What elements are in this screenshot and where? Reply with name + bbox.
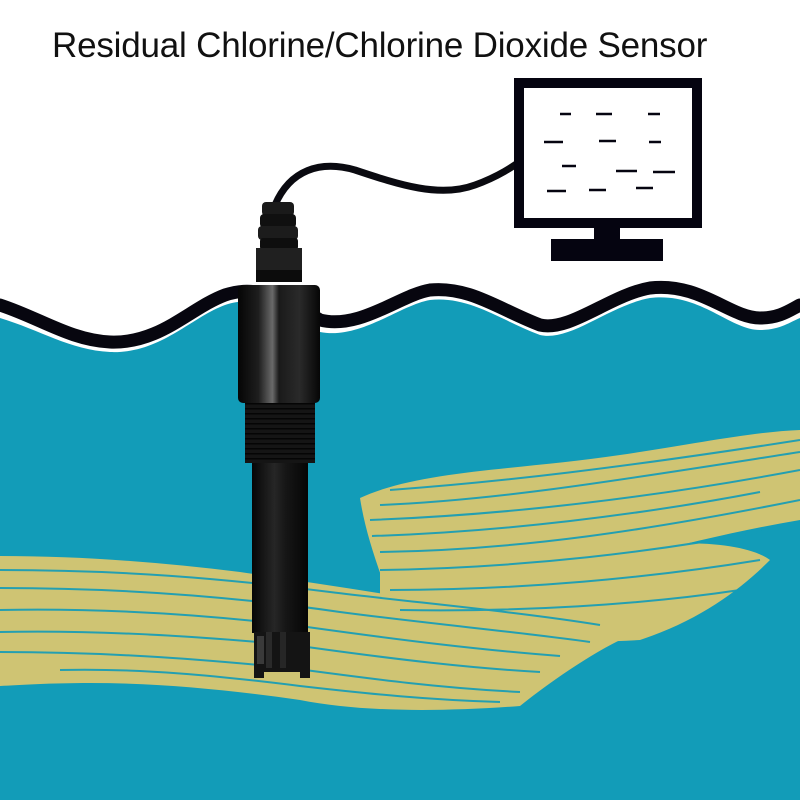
engraved-marking — [257, 636, 264, 664]
thread-section — [245, 403, 315, 463]
sensor-tube — [252, 463, 308, 633]
sensor-probe — [238, 202, 320, 678]
screen-readings — [544, 112, 675, 193]
cable — [271, 154, 529, 209]
wave-outline — [0, 280, 800, 349]
page-title: Residual Chlorine/Chlorine Dioxide Senso… — [52, 26, 708, 65]
monitor-icon — [514, 78, 702, 261]
sensor-head — [238, 285, 320, 403]
sensor-tip — [254, 632, 310, 678]
strain-relief — [258, 202, 298, 250]
